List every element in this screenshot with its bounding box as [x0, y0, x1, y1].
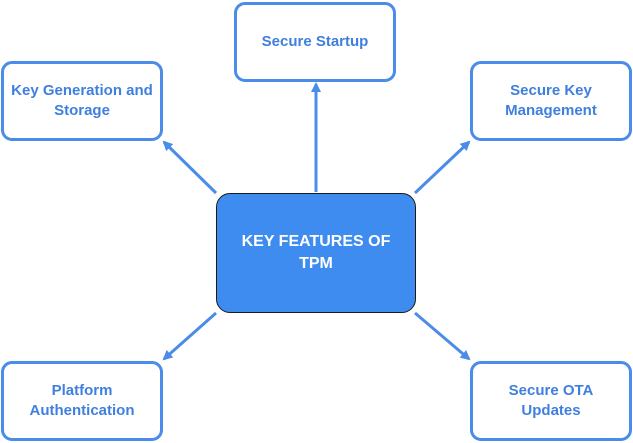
- node-label: Secure Startup: [262, 32, 369, 52]
- arrow-to-platform-authentication: [162, 311, 217, 361]
- node-label: Secure Key Management: [505, 81, 597, 121]
- node-key-generation-and-storage: Key Generation and Storage: [1, 61, 163, 141]
- arrow-to-secure-ota-updates: [414, 311, 471, 361]
- center-label-line-2: TPM: [299, 255, 333, 272]
- node-secure-ota-updates: Secure OTA Updates: [470, 361, 632, 441]
- arrow-to-key-generation: [162, 140, 218, 195]
- key-generation-label-line-1: Key Generation and: [11, 82, 153, 99]
- secure-startup-label: Secure Startup: [261, 33, 369, 50]
- node-secure-key-management: Secure Key Management: [470, 61, 632, 141]
- node-label: Secure OTA Updates: [509, 381, 594, 421]
- node-label: Key Generation and Storage: [11, 81, 153, 121]
- secure-key-management-label-line-1: Secure Key: [510, 82, 592, 99]
- platform-authentication-label-line-1: Platform: [51, 382, 113, 399]
- center-label-line-1: KEY FEATURES OF: [241, 233, 391, 250]
- secure-ota-updates-label-line-1: Secure OTA: [508, 382, 594, 399]
- node-platform-authentication: Platform Authentication: [1, 361, 163, 441]
- secure-key-management-label-line-2: Management: [505, 102, 597, 119]
- platform-authentication-label-line-2: Authentication: [29, 402, 135, 419]
- node-label: Platform Authentication: [30, 381, 135, 421]
- center-node-key-features: KEY FEATURES OF TPM: [216, 193, 416, 313]
- key-generation-label-line-2: Storage: [54, 102, 110, 119]
- center-node-label: KEY FEATURES OF TPM: [242, 231, 391, 275]
- secure-ota-updates-label-line-2: Updates: [521, 402, 581, 419]
- node-secure-startup: Secure Startup: [234, 2, 396, 82]
- arrow-to-secure-key-management: [413, 140, 471, 195]
